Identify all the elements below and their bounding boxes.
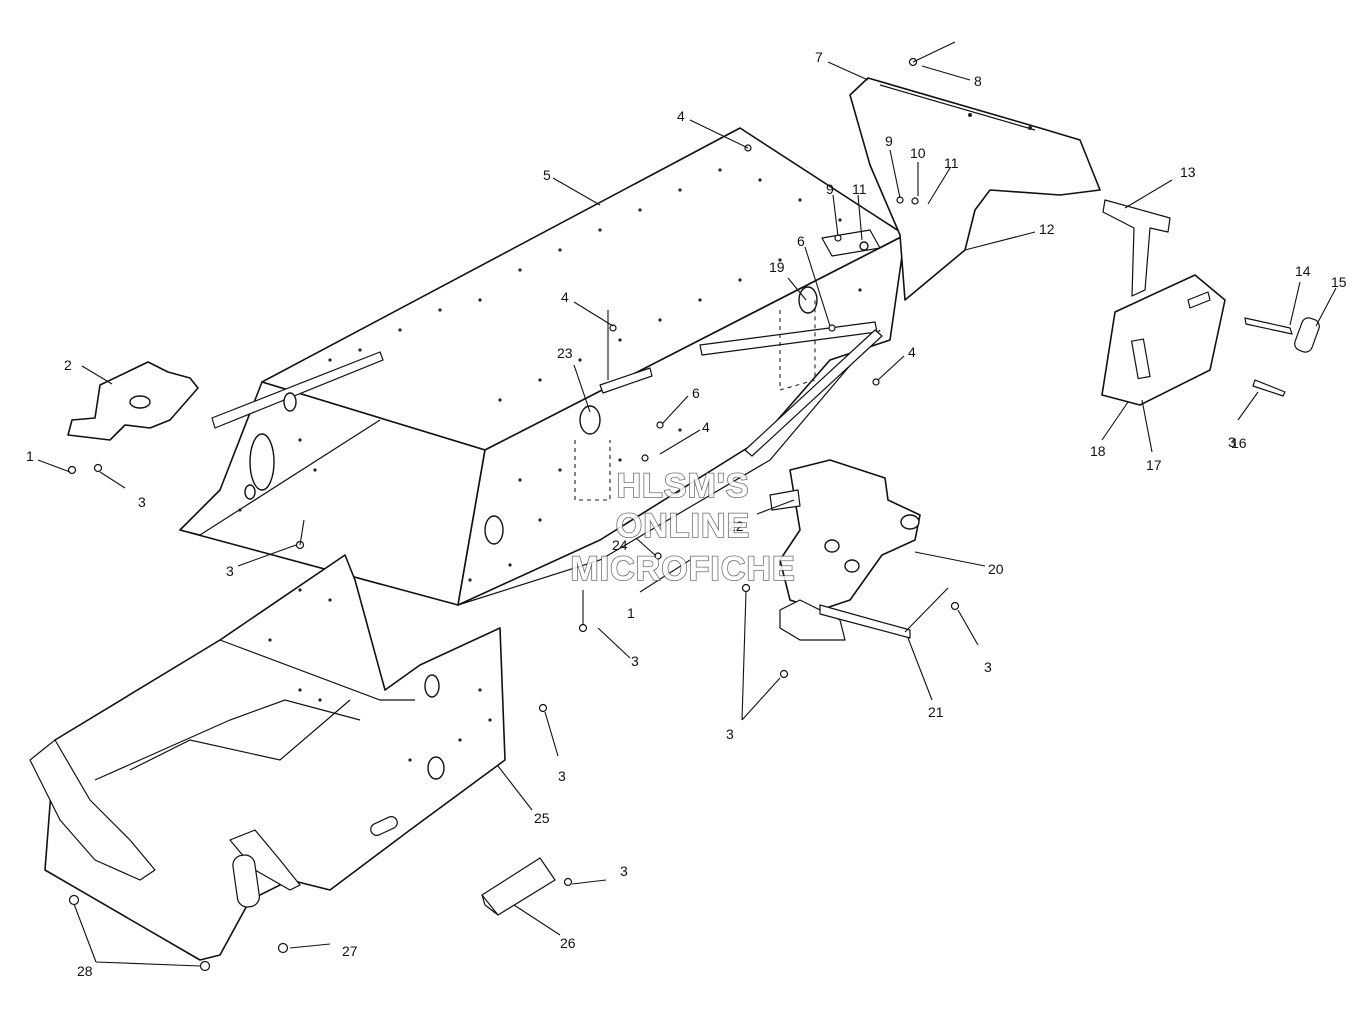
- leader-lines: [37, 61, 1337, 967]
- callout-6a: 6: [797, 233, 805, 249]
- callout-3e: 3: [620, 863, 628, 879]
- callout-4c: 4: [908, 344, 916, 360]
- callout-13: 13: [1180, 164, 1196, 180]
- callout-26: 26: [560, 935, 576, 951]
- callout-20: 20: [988, 561, 1004, 577]
- callout-15: 15: [1331, 274, 1347, 290]
- callout-3h: 3: [1228, 434, 1236, 450]
- callout-7: 7: [815, 49, 823, 65]
- watermark-line-1: HLSM'S: [616, 467, 749, 505]
- flap-panel: [1101, 274, 1226, 406]
- callout-17: 17: [1146, 457, 1162, 473]
- callout-21: 21: [928, 704, 944, 720]
- rear-flap: [849, 77, 1101, 301]
- bulkhead-25: [29, 554, 506, 961]
- callout-19: 19: [769, 259, 785, 275]
- callout-14: 14: [1295, 263, 1311, 279]
- hardware-rear: [1244, 317, 1320, 397]
- watermark-line-3: MICROFICHE: [570, 550, 795, 588]
- watermark-line-2: ONLINE: [616, 507, 750, 545]
- callout-2: 2: [64, 357, 72, 373]
- callout-9b: 9: [826, 181, 834, 197]
- callout-18: 18: [1090, 443, 1106, 459]
- bracket-2: [67, 361, 199, 441]
- callout-3b: 3: [226, 563, 234, 579]
- callout-16: 16: [1231, 435, 1247, 451]
- callout-8: 8: [974, 73, 982, 89]
- callout-3d: 3: [558, 768, 566, 784]
- callout-28: 28: [77, 963, 93, 979]
- callout-11a: 11: [944, 155, 959, 171]
- callout-5: 5: [543, 167, 551, 183]
- callout-25: 25: [534, 810, 550, 826]
- callout-1a: 1: [26, 448, 34, 464]
- callout-27: 27: [342, 943, 358, 959]
- callout-3a: 3: [138, 494, 146, 510]
- callout-9a: 9: [885, 133, 893, 149]
- callout-11b: 11: [852, 181, 867, 197]
- callout-10: 10: [910, 145, 926, 161]
- callout-3g: 3: [984, 659, 992, 675]
- callout-1b: 1: [627, 605, 635, 621]
- flap-bracket: [1102, 199, 1171, 297]
- callout-23: 23: [557, 345, 573, 361]
- callout-4a: 4: [677, 108, 685, 124]
- callout-3c: 3: [631, 653, 639, 669]
- tunnel-assembly: [179, 127, 946, 606]
- callout-4b: 4: [561, 289, 569, 305]
- callouts: 1 1 2 3 3 3 3 3 3 3 3 4 4 4 4 5 6 6 7 8 …: [26, 49, 1347, 979]
- callout-24: 24: [612, 537, 628, 553]
- bracket-26: [481, 857, 556, 916]
- callout-22: 22: [728, 518, 744, 534]
- exhaust-bracket-20: [769, 459, 949, 641]
- watermark: HLSM'S ONLINE MICROFICHE: [570, 466, 796, 589]
- callout-3f: 3: [726, 726, 734, 742]
- callout-4d: 4: [702, 419, 710, 435]
- callout-12: 12: [1039, 221, 1055, 237]
- callout-6b: 6: [692, 385, 700, 401]
